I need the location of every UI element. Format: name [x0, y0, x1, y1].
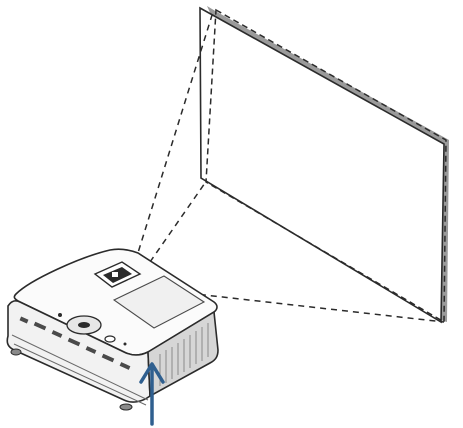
- control-panel: [58, 313, 127, 346]
- foot-right: [119, 403, 133, 411]
- front-ports: [19, 316, 131, 370]
- beam-line-left: [149, 182, 206, 263]
- projection-beam: [131, 11, 445, 323]
- projection-screen: [199, 6, 449, 324]
- up-arrow-icon: [139, 362, 165, 426]
- beam-line-top: [131, 11, 214, 273]
- front-edges: [11, 334, 149, 406]
- power-button: [104, 335, 116, 343]
- projector: [6, 248, 219, 411]
- screen-surface: [199, 6, 445, 324]
- foot-left: [10, 348, 22, 356]
- lens-window: [93, 261, 142, 288]
- lens-cover: [112, 275, 206, 329]
- beam-line-right: [177, 291, 445, 323]
- side-vent: [159, 323, 209, 386]
